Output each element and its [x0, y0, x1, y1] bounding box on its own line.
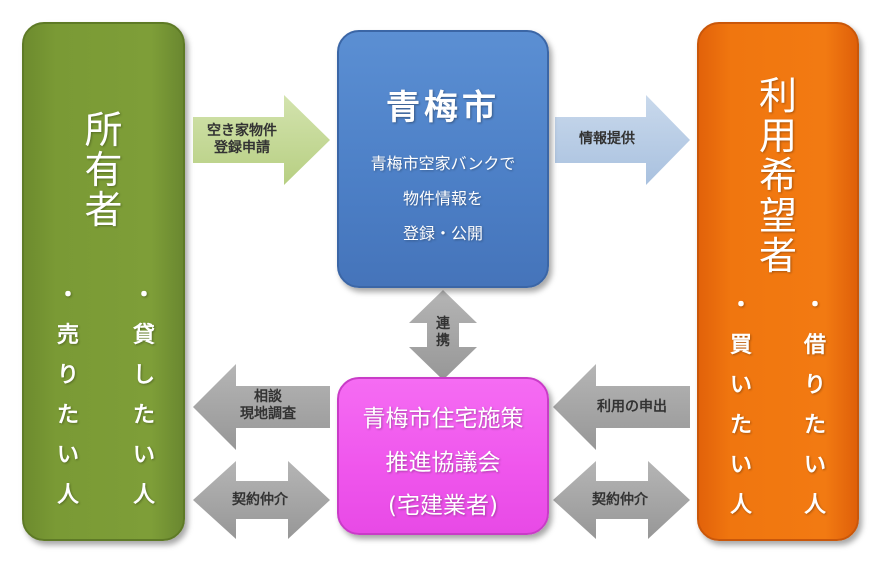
- council-line-1: 青梅市住宅施策: [362, 406, 524, 432]
- arrow-broker-left: [193, 461, 330, 539]
- city-box: 青梅市 青梅市空家バンクで 物件情報を 登録・公開: [337, 30, 549, 288]
- owner-box: 所 有 者 ・ 売 り た い 人 ・ 貸 し た い 人: [22, 22, 185, 541]
- arrow-cooperate-label: 連 携: [436, 316, 450, 349]
- council-line-3: (宅建業者): [388, 493, 498, 519]
- city-title: 青梅市: [386, 88, 500, 128]
- user-title: 利 用 希 望 者: [758, 74, 797, 278]
- arrow-consult: [193, 364, 330, 450]
- arrow-broker-right-label: 契約仲介: [592, 492, 648, 508]
- arrow-consult-label: 相談 現地調査: [240, 389, 296, 422]
- user-buy-label: ・ 買 い た い 人: [729, 293, 752, 518]
- user-rent-label: ・ 借 り た い 人: [803, 293, 826, 518]
- owner-sell-label: ・ 売 り た い 人: [56, 283, 79, 508]
- arrow-cooperate: [409, 290, 477, 380]
- arrow-apply-label: 利用の申出: [597, 399, 667, 415]
- arrow-apply: [553, 364, 690, 450]
- arrow-info-label: 情報提供: [579, 131, 635, 147]
- council-box: 青梅市住宅施策 推進協議会 (宅建業者): [337, 377, 549, 535]
- city-desc-line-3: 登録・公開: [402, 224, 483, 243]
- council-line-2: 推進協議会: [385, 450, 501, 476]
- owner-lend-label: ・ 貸 し た い 人: [132, 283, 155, 508]
- arrow-broker-right: [553, 461, 690, 539]
- arrow-register-label: 空き家物件 登録申請: [207, 123, 277, 156]
- arrow-register: [193, 95, 330, 185]
- city-desc-line-2: 物件情報を: [402, 189, 483, 208]
- arrow-broker-left-label: 契約仲介: [232, 492, 288, 508]
- city-desc-line-1: 青梅市空家バンクで: [370, 154, 516, 173]
- owner-title: 所 有 者: [84, 108, 123, 232]
- arrow-info: [555, 95, 690, 185]
- user-box: 利 用 希 望 者 ・ 買 い た い 人 ・ 借 り た い 人: [697, 22, 859, 541]
